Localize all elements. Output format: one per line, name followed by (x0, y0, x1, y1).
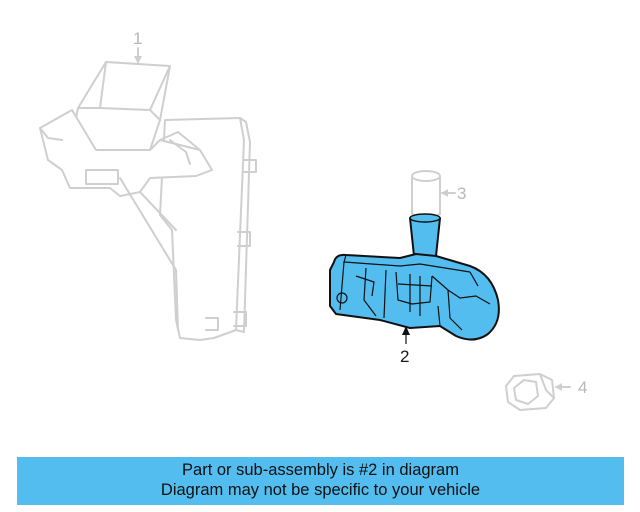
part-3-valve-stem (411, 170, 456, 219)
part-2-tpms-sensor (329, 213, 500, 341)
callout-3-label: 3 (457, 184, 466, 203)
callout-2-leader (402, 326, 410, 344)
callout-2-label: 2 (400, 347, 409, 366)
banner-line-2: Diagram may not be specific to your vehi… (160, 481, 481, 499)
banner-line-1: Part or sub-assembly is #2 in diagram (182, 461, 459, 479)
part-4-nut (505, 373, 571, 411)
callout-4-label: 4 (578, 378, 587, 397)
callout-1-label: 1 (133, 29, 142, 48)
info-banner: Part or sub-assembly is #2 in diagram Di… (17, 457, 624, 505)
part-1-module-bracket (39, 47, 257, 341)
